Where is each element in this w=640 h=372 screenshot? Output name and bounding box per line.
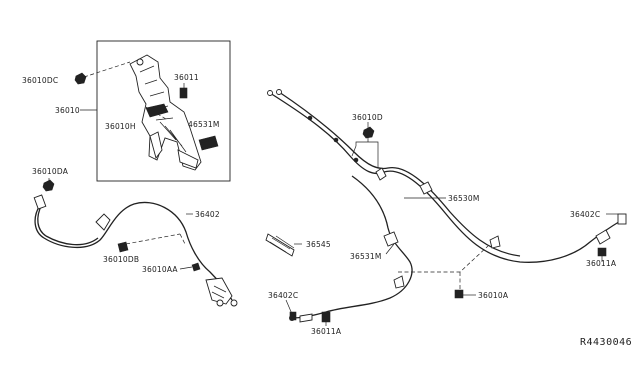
pedal-pad-46531M [198, 135, 219, 151]
label-36010A: 36010A [478, 291, 509, 300]
bolt-36010A [454, 289, 464, 299]
clip-36011A-right [597, 247, 607, 257]
label-36010: 36010 [55, 106, 80, 115]
label-36402: 36402 [195, 210, 220, 219]
label-46531M: 46531M [188, 120, 220, 129]
label-36011A-right: 36011A [586, 259, 617, 268]
label-36010DA: 36010DA [32, 167, 69, 176]
cable-36531M [289, 175, 413, 323]
label-36531M: 36531M [350, 252, 382, 261]
rear-cable-36402 [33, 194, 238, 307]
label-36010DC: 36010DC [22, 76, 58, 85]
label-36010AA: 36010AA [142, 265, 178, 274]
label-36545: 36545 [306, 240, 331, 249]
label-36011: 36011 [174, 73, 199, 82]
nut-36010DC [74, 72, 87, 85]
label-36011A-left: 36011A [311, 327, 342, 336]
reference-code: R4430046 [580, 337, 632, 348]
clip-36010DB [117, 241, 129, 253]
bolt-36010AA [191, 262, 201, 272]
label-36530M: 36530M [448, 194, 480, 203]
nut-36010DA [42, 179, 55, 192]
front-cable-36530M [267, 89, 627, 263]
label-36010H: 36010H [105, 122, 136, 131]
bracket-36545 [265, 233, 295, 257]
label-36402C-left: 36402C [268, 291, 298, 300]
parking-brake-pedal-assembly [129, 54, 202, 171]
label-36010DB: 36010DB [103, 255, 139, 264]
clip-36011 [179, 87, 188, 99]
pedal-assembly-inset-box [96, 40, 231, 182]
label-36010D: 36010D [352, 113, 383, 122]
nut-36010D [362, 126, 375, 139]
bolt-36402C-left [289, 311, 297, 321]
clip-36011A-left [321, 311, 331, 323]
label-36402C-right: 36402C [570, 210, 600, 219]
